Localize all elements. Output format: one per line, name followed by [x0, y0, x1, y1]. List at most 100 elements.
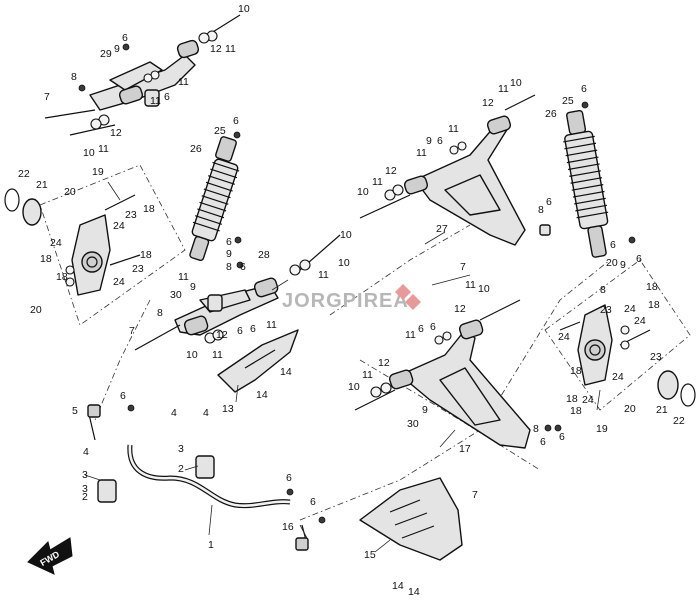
part-label: 10	[186, 349, 198, 361]
part-label: 12	[385, 165, 397, 177]
part-label: 9	[114, 43, 120, 55]
part-label: 25	[214, 125, 226, 137]
part-label: 18	[40, 253, 52, 265]
part-label: 18	[140, 249, 152, 261]
part-label: 3	[178, 443, 184, 455]
part-label: 4	[83, 446, 89, 458]
part-label: 11	[498, 83, 509, 95]
part-label: 24	[634, 315, 646, 327]
part-label: 6	[240, 261, 246, 273]
part-label: 6	[559, 431, 565, 443]
part-label: 21	[656, 404, 668, 416]
part-label: 24	[558, 331, 570, 343]
part-label: 6	[286, 472, 292, 484]
part-label: 8	[533, 423, 539, 435]
part-label: 22	[673, 415, 685, 427]
hardware	[65, 30, 636, 551]
part-label: 23	[132, 263, 144, 275]
part-label: 20	[64, 186, 76, 198]
part-label: 7	[460, 261, 466, 273]
part-label: 10	[340, 229, 352, 241]
part-label: 6	[540, 436, 546, 448]
part-label: 24	[624, 303, 636, 315]
part-label: 10	[238, 3, 250, 15]
watermark-logo: JORGPIREA	[282, 284, 421, 312]
part-label: 29	[100, 48, 112, 60]
part-label: 14	[280, 366, 292, 378]
part-label: 9	[422, 404, 428, 416]
part-label: 11	[372, 176, 383, 188]
lower-left-a-arm	[134, 234, 341, 351]
part-label: 11	[362, 369, 373, 381]
part-label: 8	[157, 307, 163, 319]
part-label: 10	[338, 257, 350, 269]
skid-plate-small	[217, 329, 299, 393]
part-label: 3	[82, 469, 88, 481]
part-label: 18	[648, 299, 660, 311]
part-label: 8	[538, 204, 544, 216]
part-label: 8	[226, 261, 232, 273]
part-label: 6	[310, 496, 316, 508]
part-label: 6	[418, 323, 424, 335]
right-knuckle	[559, 304, 696, 407]
stabilizer-bar	[87, 409, 309, 549]
part-label: 7	[44, 91, 50, 103]
part-label: 6	[164, 91, 170, 103]
part-label: 9	[226, 248, 232, 260]
part-label: 3	[82, 483, 88, 495]
part-label: 2	[82, 491, 88, 503]
part-label: 6	[226, 236, 232, 248]
part-label: 24	[612, 371, 624, 383]
part-label: 7	[472, 489, 478, 501]
part-label: 11	[448, 123, 459, 135]
part-label: 11	[318, 269, 329, 281]
leader-lines	[84, 181, 601, 553]
part-label: 15	[364, 549, 376, 561]
part-label: 6	[437, 135, 443, 147]
part-label: 23	[600, 304, 612, 316]
part-label: 18	[646, 281, 658, 293]
part-label: 6	[120, 390, 126, 402]
part-label: 27	[436, 223, 448, 235]
part-label: 6	[581, 83, 587, 95]
part-label: 18	[56, 271, 68, 283]
part-label: 11	[178, 76, 189, 88]
part-label: 10	[357, 186, 369, 198]
part-label: 24	[50, 237, 62, 249]
part-label: 10	[510, 77, 522, 89]
part-label: 19	[596, 423, 608, 435]
part-label: 6	[610, 239, 616, 251]
part-label: 11	[225, 43, 236, 55]
part-label: 12	[378, 357, 390, 369]
part-label: 17	[459, 443, 471, 455]
part-label: 14	[408, 586, 420, 598]
part-label: 26	[190, 143, 202, 155]
part-label: 6	[237, 325, 243, 337]
part-label: 28	[258, 249, 270, 261]
part-label: 20	[624, 403, 636, 415]
part-label: 12	[216, 329, 228, 341]
part-label: 12	[454, 303, 466, 315]
part-label: 10	[478, 283, 490, 295]
assembly-guide-lines	[39, 164, 691, 521]
part-label: 18	[570, 365, 582, 377]
part-label: 6	[430, 321, 436, 333]
forward-arrow: FWD	[27, 537, 73, 575]
part-label: 24	[582, 394, 594, 406]
part-label: 13	[222, 403, 234, 415]
part-label: 14	[392, 580, 404, 592]
part-label: 14	[256, 389, 268, 401]
part-label: 18	[566, 393, 578, 405]
part-label: 16	[282, 521, 294, 533]
part-label: 4	[203, 407, 209, 419]
part-label: 11	[178, 271, 189, 283]
part-label: 5	[72, 405, 78, 417]
part-label: 18	[570, 405, 582, 417]
part-label: 6	[122, 32, 128, 44]
part-label: 18	[143, 203, 155, 215]
part-label: 4	[171, 407, 177, 419]
part-label: 12	[110, 127, 122, 139]
part-label: 10	[83, 147, 95, 159]
right-upper-a-arm	[359, 94, 536, 246]
